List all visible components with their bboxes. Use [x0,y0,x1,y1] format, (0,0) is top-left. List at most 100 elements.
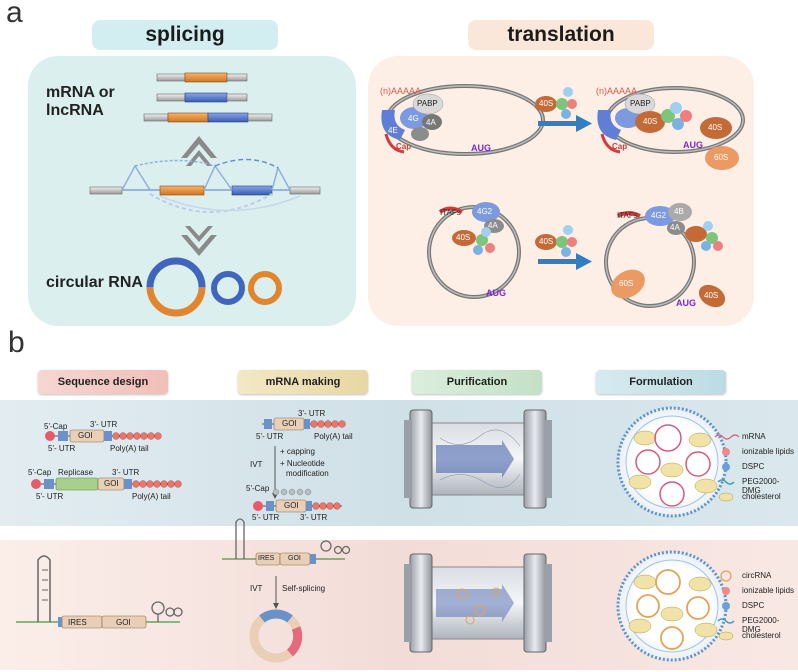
circ-product [249,609,303,663]
polya-label-2: (n)AAAAA [596,86,638,96]
legend2-item-2: DSPC [742,601,765,610]
goi-label-r2-1: GOI [116,618,131,627]
circ-template [222,518,351,566]
linear-transcript-2 [156,92,248,103]
template-dna [262,417,346,431]
header-purification: Purification [412,370,542,394]
s40-label-5: 40S [704,291,719,300]
lnp-legend-icons-1 [714,434,740,502]
circ-rna-blue [211,271,245,305]
factors-bottom [535,225,577,257]
capping-label: + capping [280,447,315,456]
polya-label-b2: Poly(A) tail [132,492,171,501]
lnp-circrna [616,550,728,662]
f4g2-label-1: 4G2 [477,207,493,216]
cap-label-1: Cap [396,142,412,151]
cap-label-b1: 5'-Cap [44,422,68,431]
f4a-label-2: 4A [488,221,498,230]
polya-label-b3: Poly(A) tail [314,432,353,441]
utr5-label-b4: 5'- UTR [252,513,280,522]
utr3-label-b1: 3'- UTR [90,420,118,429]
legend2-item-1: ionizable lipids [742,586,795,595]
aug-label-1: AUG [471,143,491,153]
ires-label-2: IRES [258,555,275,562]
translation-title: translation [468,20,654,50]
translation-arrow-bottom [538,253,592,270]
cap-label-2: Cap [612,142,628,151]
pre-mrna [89,158,321,213]
s40-label-2: 40S [643,117,658,126]
circ-rna-large [146,257,206,317]
utr5-label-b2: 5'- UTR [36,492,64,501]
utr3-label-b2: 3'- UTR [112,468,140,477]
circ-rna-orange [248,271,282,305]
s40-label-4: 40S [456,233,471,242]
aug-label-2: AUG [683,140,703,150]
goi-label-b2: GOI [104,479,119,488]
f4b-label: 4B [674,207,684,216]
legend1-item-2: DSPC [742,462,765,471]
itaf-label-1: ITAFs [440,208,461,217]
circular-rna-label: circular RNA [46,274,143,291]
linear-transcript-3 [143,112,273,123]
legend1-item-4: cholesterol [742,492,781,501]
legend1-item-1: ionizable lipids [742,447,795,456]
purification-column-2 [404,553,552,653]
splicing-title: splicing [92,20,278,50]
purification-column-1 [404,409,552,509]
factors-top [535,87,577,119]
ires-label-1: IRES [68,618,87,627]
utr3-label-b3: 3'- UTR [298,409,326,418]
self-splicing-label: Self-splicing [282,584,326,593]
construct-circ-precursor [16,555,183,629]
s40-factor-label: 40S [539,99,554,108]
lnp-legend-icons-2 [717,570,735,641]
construct-replicon [31,477,182,491]
legend1-item-3: PEG2000-DMG [742,477,780,495]
goi-label-b4: GOI [284,501,299,510]
f4g2-label-2: 4G2 [651,211,667,220]
initiation-complex-1 [381,93,444,154]
modified-mrna [253,488,342,513]
legend2-item-4: cholesterol [742,631,781,640]
header-mrna-making: mRNA making [238,370,368,394]
f4a-label-1: 4A [426,118,436,127]
panel-a-letter: a [6,0,23,29]
s60-label-1: 60S [714,153,729,162]
polya-label-1: (n)AAAAA [380,86,422,96]
lnp-mrna [616,406,728,518]
ires-complex-1 [438,202,504,255]
header-formulation: Formulation [596,370,726,394]
f4g-label-1: 4G [408,114,419,123]
cap-label-b2: 5'-Cap [28,468,52,477]
ires-complex-2 [611,203,726,308]
utr5-label-b1: 5'- UTR [48,444,76,453]
s40-factor-label-2: 40S [539,237,554,246]
legend2-item-3: PEG2000-DMG [742,616,780,634]
cap-label-b4: 5'-Cap [246,484,270,493]
s40-label-3: 40S [708,123,723,132]
legend2-item-0: circRNA [742,571,772,580]
ivt-label-2: IVT [250,584,263,593]
nucleotide-label: + Nucleotide [280,459,325,468]
utr5-label-b3: 5'- UTR [256,432,284,441]
goi-label-b3: GOI [282,419,297,428]
itaf-label-2: ITAFs [617,211,638,220]
splice-down-arrow [181,226,217,256]
modification-label: modification [286,469,329,478]
initiation-complex-2 [597,93,739,170]
legend1-item-0: mRNA [742,432,766,441]
goi-label-r2-2: GOI [288,555,301,562]
aug-label-3: AUG [486,288,506,298]
ivt-label-1: IVT [250,460,263,469]
polya-label-b1: Poly(A) tail [110,444,149,453]
construct-mrna-1 [45,429,162,443]
goi-label-b1: GOI [78,431,93,440]
s60-label-2: 60S [619,279,634,288]
f4a-label-3: 4A [670,223,680,232]
pabp-label-1: PABP [417,99,438,108]
f4e-label-1: 4E [388,126,398,135]
pabp-label-2: PABP [630,99,651,108]
header-sequence-design: Sequence design [38,370,168,394]
